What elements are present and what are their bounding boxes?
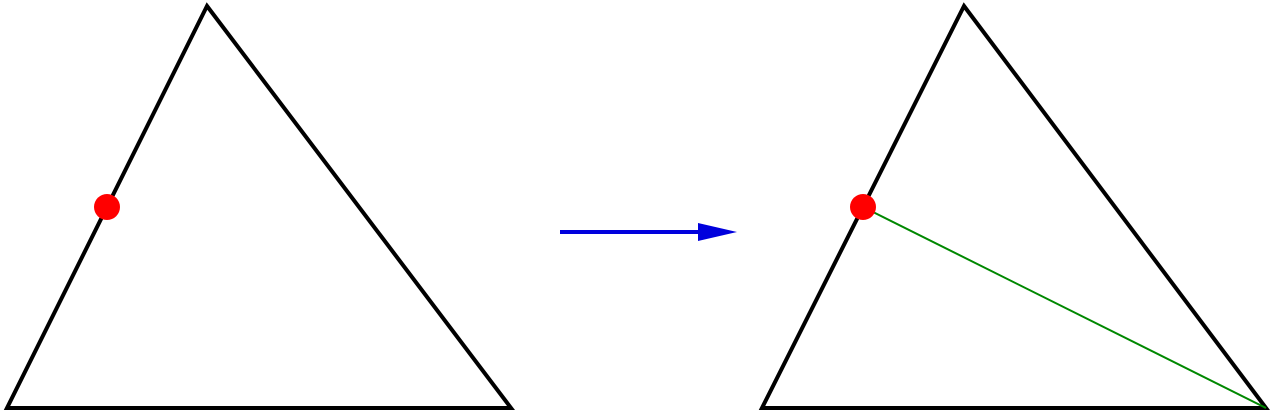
left-panel [3, 2, 516, 410]
left-triangle [3, 2, 516, 410]
transition-arrow [560, 223, 737, 241]
right-triangle [758, 2, 1271, 410]
left-edge-point [94, 194, 120, 220]
right-edge-point [850, 194, 876, 220]
right-panel [758, 2, 1271, 410]
arrow-head [698, 223, 737, 241]
split-line [862, 206, 1267, 409]
